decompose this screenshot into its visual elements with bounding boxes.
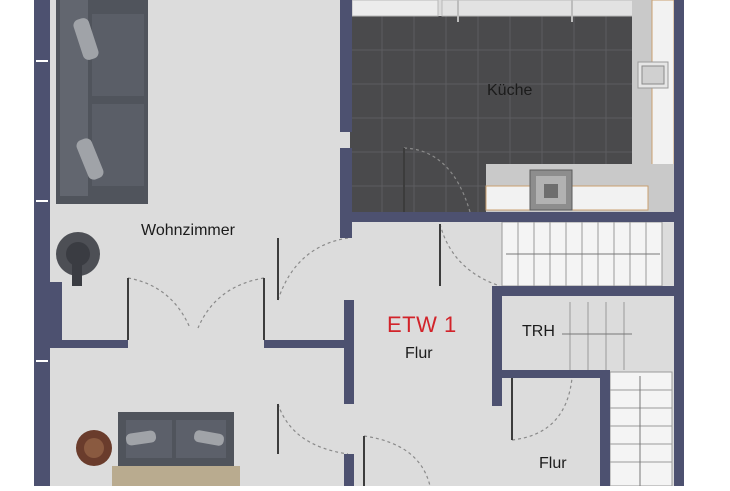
floor-lamp-icon <box>56 232 100 286</box>
room-label-hall-lower: Flur <box>539 455 567 472</box>
walls <box>34 0 684 486</box>
kitchen-counter <box>351 0 675 212</box>
sink-icon <box>637 61 669 89</box>
room-label-living: Wohnzimmer <box>141 222 235 239</box>
window-marks <box>36 60 48 362</box>
room-label-kitchen: Küche <box>487 82 533 99</box>
stair-trh <box>562 302 632 370</box>
kitchen-doors <box>457 0 573 22</box>
stove-icon <box>529 169 573 211</box>
floor-label: ETW 1 <box>387 312 457 337</box>
door-leaves <box>127 148 513 486</box>
room-label-stair-room: TRH <box>522 323 555 340</box>
armchair-icon <box>112 412 240 486</box>
sofa-icon <box>56 0 148 204</box>
plant-icon <box>76 430 112 466</box>
door-swing-icon <box>127 147 573 487</box>
room-label-hall: Flur <box>405 345 433 362</box>
